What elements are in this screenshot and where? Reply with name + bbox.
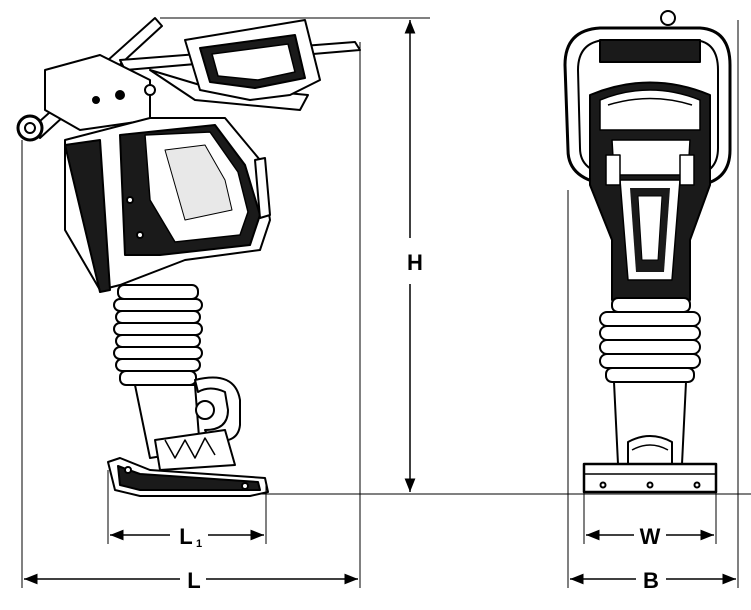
side-view-drawing [16, 17, 361, 497]
dimension-lines [21, 17, 751, 588]
front-view-drawing [563, 10, 732, 494]
side-fuel-tank [184, 19, 321, 101]
side-foot-plate [107, 457, 269, 497]
dimension-label-l1: L [179, 524, 192, 549]
dimension-label-h: H [407, 250, 423, 275]
side-bellows [113, 284, 203, 386]
dimension-label-l: L [187, 568, 200, 593]
side-lower-leg [134, 376, 241, 471]
front-engine-body [589, 81, 711, 301]
dimension-label-b: B [643, 568, 659, 593]
dimension-label-l1-subscript: 1 [196, 538, 202, 550]
front-foot-plate [582, 462, 718, 494]
dimension-arrows [24, 20, 736, 585]
front-bellows [599, 297, 701, 383]
dimension-label-w: W [640, 524, 661, 549]
front-lower-leg [613, 381, 687, 465]
side-engine-housing [64, 117, 271, 293]
